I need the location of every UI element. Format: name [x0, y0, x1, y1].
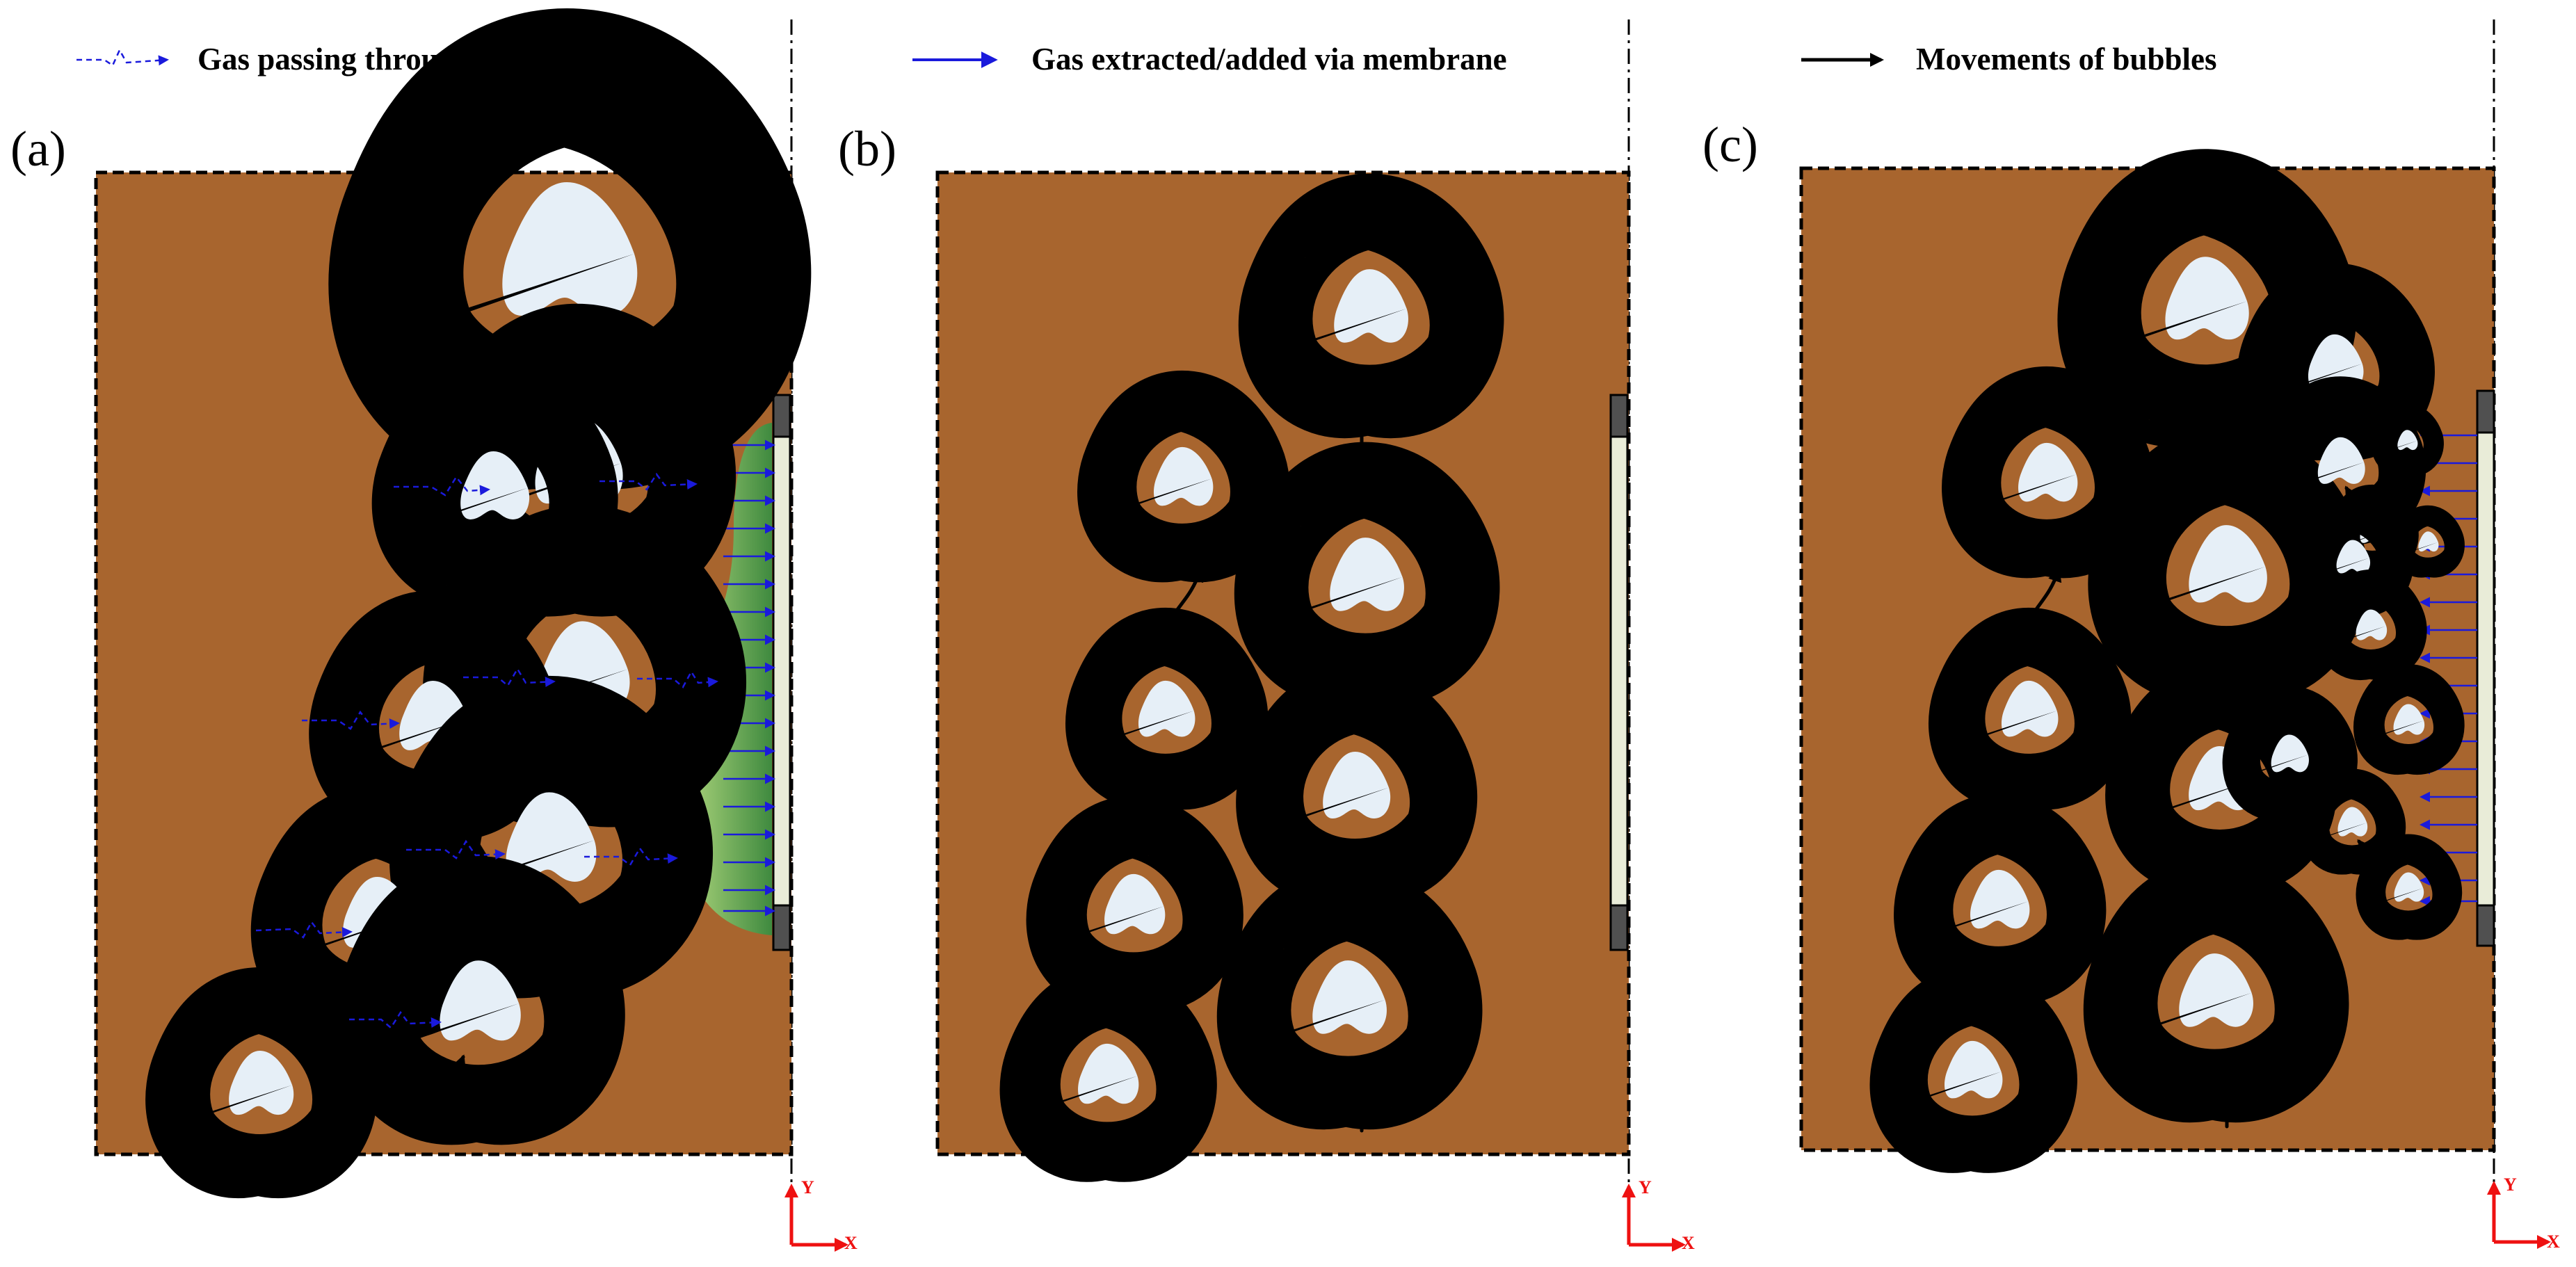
legend-bubble-move-item: Movements of bubbles [1801, 42, 2217, 76]
panel-a: (a) [10, 19, 858, 1253]
panel-a-membrane [772, 394, 791, 951]
legend-bubble-move-text: Movements of bubbles [1916, 42, 2217, 76]
legend: Gas passing through bubble phase Gas ext… [77, 42, 2217, 76]
panel-c-label: (c) [1702, 117, 1758, 172]
panel-b-y-axis-label: Y [1639, 1177, 1652, 1197]
panel-b-movement-arrows [1112, 416, 1369, 1133]
panel-a-movement-arrows [284, 323, 597, 1124]
panel-b-x-axis-label: X [1682, 1233, 1695, 1253]
panel-c: (c) [1702, 19, 2560, 1252]
panel-a-gas-arrows [255, 472, 718, 1029]
panel-a-label: (a) [10, 121, 66, 177]
panel-c-axes: Y X [2487, 1175, 2560, 1252]
panel-c-x-axis-label: X [2547, 1232, 2560, 1252]
panel-b-bubbles [1078, 269, 1408, 1104]
legend-gas-membrane-item: Gas extracted/added via membrane [912, 42, 1507, 76]
panel-b: (b) Y [838, 19, 1695, 1253]
legend-gas-membrane-text: Gas extracted/added via membrane [1031, 42, 1507, 76]
panel-a-axes: Y X [784, 1177, 858, 1253]
panel-c-y-axis-label: Y [2504, 1175, 2517, 1195]
panel-a-x-axis-label: X [844, 1233, 858, 1253]
panel-a-y-axis-label: Y [801, 1177, 814, 1197]
panel-b-axes: Y X [1622, 1177, 1695, 1253]
panel-b-membrane [1609, 394, 1629, 951]
panel-c-membrane [2476, 389, 2495, 947]
panel-b-label: (b) [838, 121, 896, 177]
legend-gas-bubble-arrow-icon [77, 48, 169, 67]
panel-c-movement-arrows [1973, 392, 2410, 1129]
